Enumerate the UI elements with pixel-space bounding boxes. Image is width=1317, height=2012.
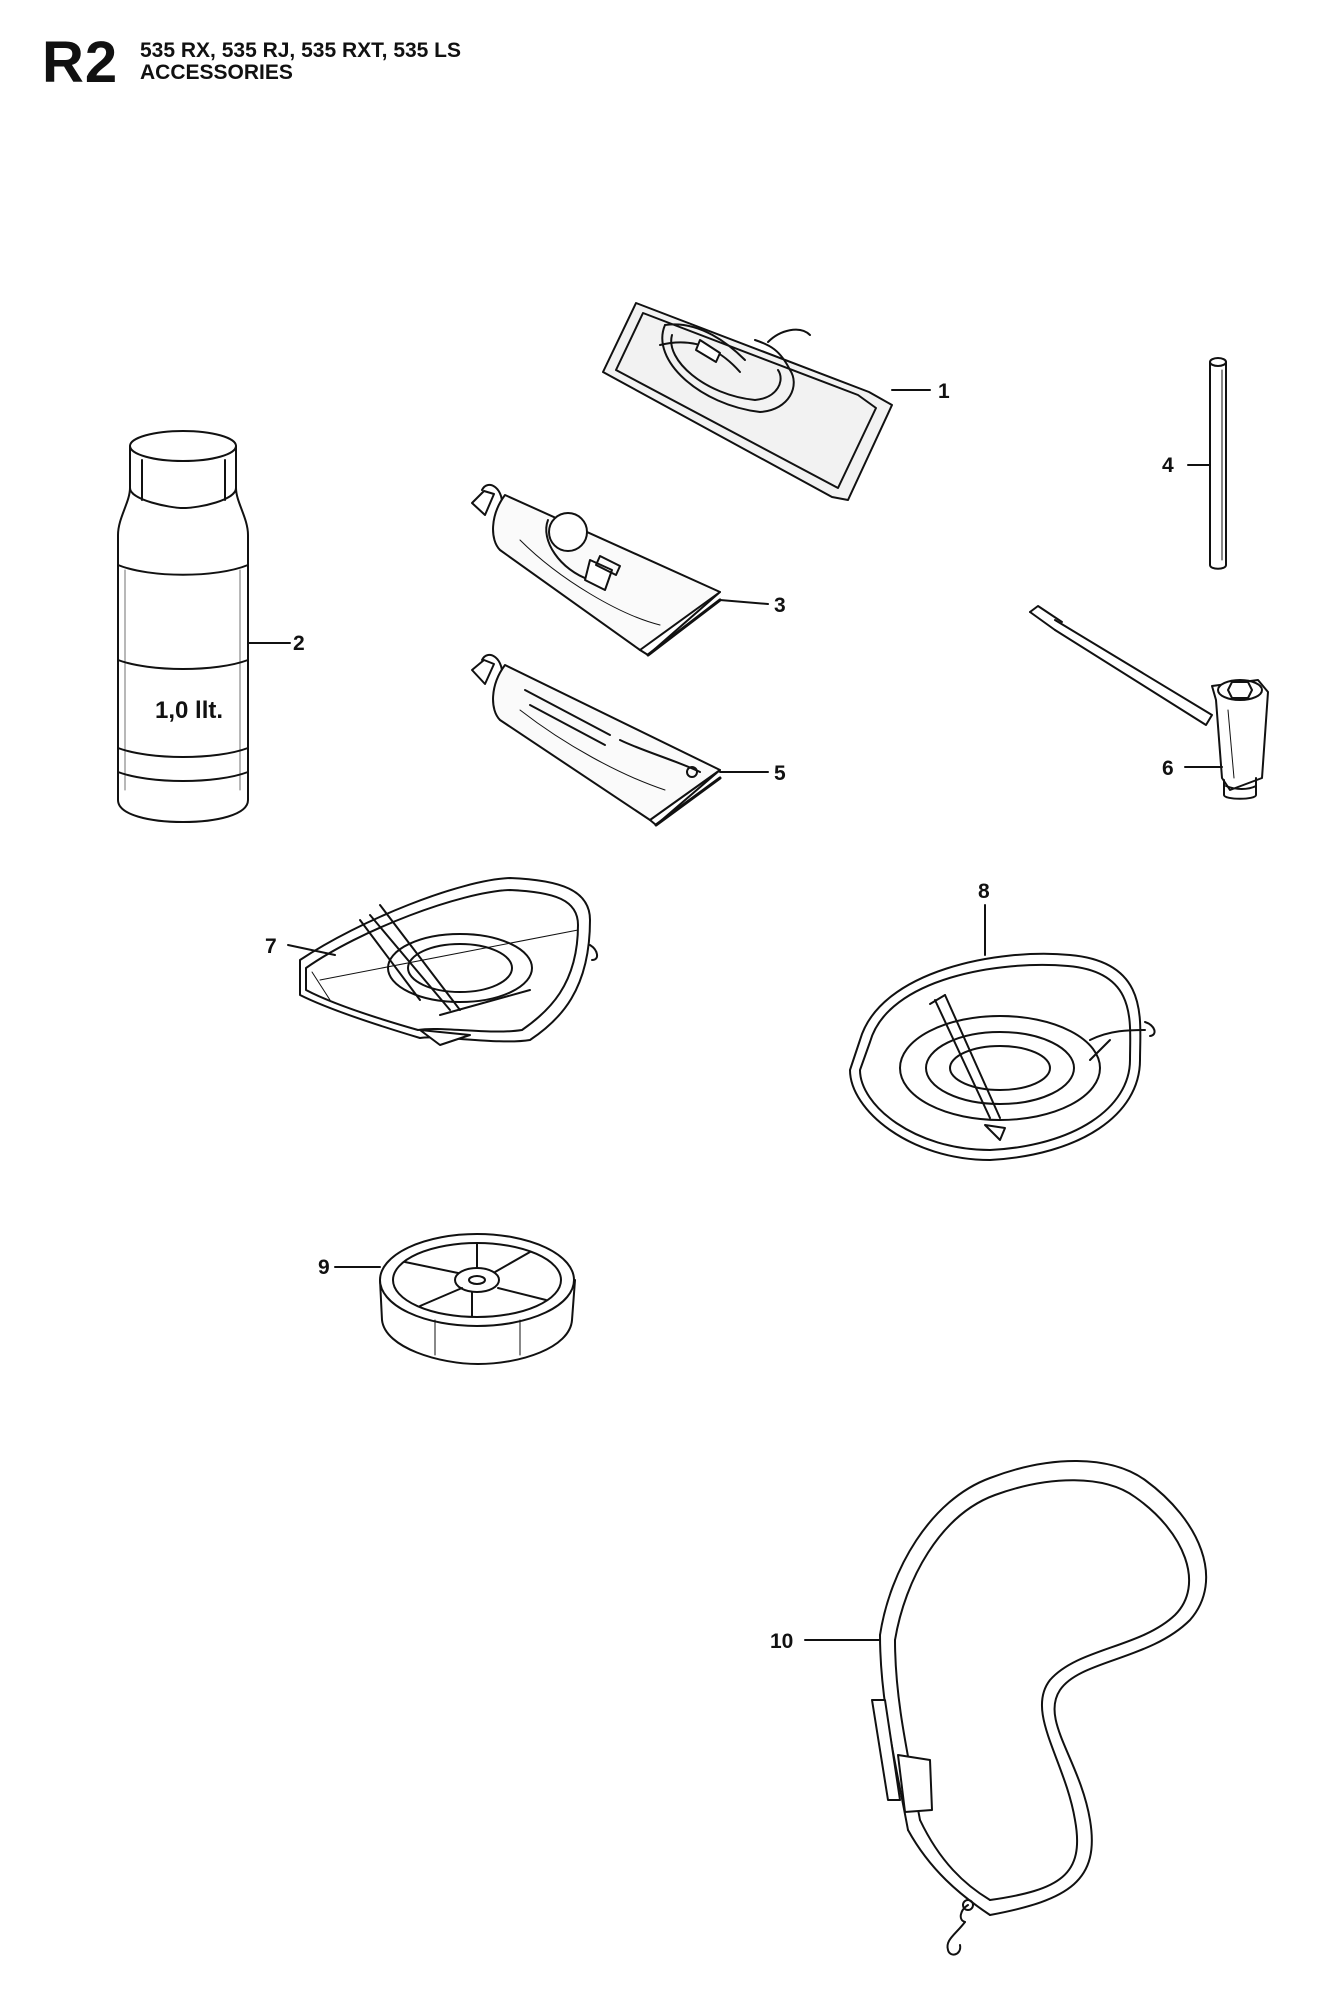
- page-title: ACCESSORIES: [140, 61, 293, 84]
- callout-7: 7: [265, 935, 277, 958]
- part-5-lubricant-tube[interactable]: [471, 653, 722, 827]
- bottle-volume-label: 1,0 llt.: [155, 697, 223, 724]
- page-code: R2: [42, 30, 119, 95]
- callout-2: 2: [293, 632, 305, 655]
- part-10-shoulder-strap[interactable]: [871, 1460, 1208, 1956]
- leader-line-3: [719, 599, 769, 605]
- callout-3: 3: [774, 594, 786, 617]
- callout-9: 9: [318, 1256, 330, 1279]
- part-4-locking-pin[interactable]: [1209, 357, 1227, 570]
- part-6-combination-spanner[interactable]: [1029, 605, 1269, 800]
- callout-6: 6: [1162, 757, 1174, 780]
- part-1-harness-bag[interactable]: [602, 302, 893, 501]
- part-3-grease-tube[interactable]: [471, 483, 722, 657]
- part-9-support-cup[interactable]: [379, 1233, 576, 1365]
- part-2-oil-bottle[interactable]: [117, 430, 249, 823]
- part-8-round-guard[interactable]: [849, 952, 1156, 1161]
- callout-8: 8: [978, 880, 990, 903]
- callout-1: 1: [938, 380, 950, 403]
- callout-4: 4: [1162, 454, 1174, 477]
- model-list: 535 RX, 535 RJ, 535 RXT, 535 LS: [140, 39, 462, 62]
- leader-line-7: [287, 944, 336, 956]
- part-7-trimmer-guard[interactable]: [299, 877, 598, 1046]
- callout-5: 5: [774, 762, 786, 785]
- callout-10: 10: [770, 1630, 793, 1653]
